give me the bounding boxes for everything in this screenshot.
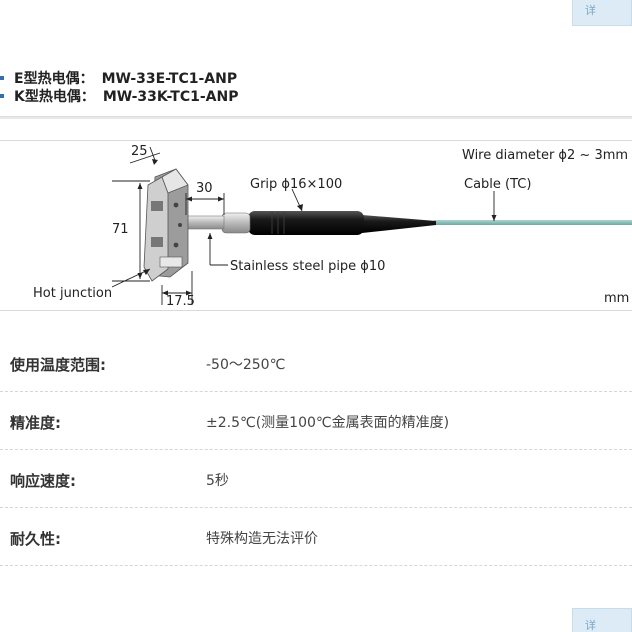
detail-button-label: 详 xyxy=(585,619,596,632)
spec-value: -50～250℃ xyxy=(206,357,286,373)
spec-label: 精准度: xyxy=(10,414,61,432)
model-list: E型热电偶： MW-33E-TC1-ANP K型热电偶： MW-33K-TC1-AN… xyxy=(0,68,632,105)
spec-row: 耐久性: 特殊构造无法评价 xyxy=(0,508,632,566)
spec-value: 5秒 xyxy=(206,473,229,489)
detail-button-bottom[interactable]: 详 xyxy=(572,608,632,632)
spec-row: 精准度: ±2.5℃(测量100℃金属表面的精准度) xyxy=(0,392,632,450)
unit-label: mm xyxy=(604,291,629,306)
dim-25-label: 25 xyxy=(131,144,148,159)
spec-label: 响应速度: xyxy=(10,472,76,490)
spec-label: 使用温度范围: xyxy=(10,356,106,374)
spec-row: 响应速度: 5秒 xyxy=(0,450,632,508)
bullet-icon xyxy=(0,94,4,98)
dim-71-label: 71 xyxy=(112,222,129,237)
divider xyxy=(0,116,632,119)
model-name: MW-33K-TC1-ANP xyxy=(102,89,239,105)
model-prefix: K型热电偶： xyxy=(14,89,95,105)
model-prefix: E型热电偶： xyxy=(14,71,94,87)
model-line-e: E型热电偶： MW-33E-TC1-ANP xyxy=(0,68,632,87)
probe-diagram-svg: Wire diameter ϕ2 ~ 3mm Cable (TC) Grip ϕ… xyxy=(33,144,632,309)
grip-label: Grip ϕ16×100 xyxy=(250,177,342,192)
cable xyxy=(434,220,632,225)
stainless-pipe xyxy=(185,215,225,230)
wire-diameter-label: Wire diameter ϕ2 ~ 3mm xyxy=(462,148,628,163)
spec-value: ±2.5℃(测量100℃金属表面的精准度) xyxy=(206,415,450,431)
spec-label: 耐久性: xyxy=(10,530,61,548)
detail-button-label: 详 xyxy=(585,4,596,17)
pipe-label: Stainless steel pipe ϕ10 xyxy=(230,259,385,274)
model-line-k: K型热电偶： MW-33K-TC1-ANP xyxy=(0,86,632,105)
spec-value: 特殊构造无法评价 xyxy=(206,531,318,547)
detail-button-top[interactable]: 详 xyxy=(572,0,632,26)
hot-junction-label: Hot junction xyxy=(33,286,112,301)
bullet-icon xyxy=(0,76,4,80)
grip xyxy=(248,211,364,235)
strain-relief xyxy=(362,215,436,233)
spec-row: 使用温度范围: -50～250℃ xyxy=(0,334,632,392)
dim-17-5-label: 17.5 xyxy=(166,294,195,309)
cable-label: Cable (TC) xyxy=(464,177,531,192)
sensor-head xyxy=(143,168,189,282)
dimension-diagram: Wire diameter ϕ2 ~ 3mm Cable (TC) Grip ϕ… xyxy=(0,140,632,311)
spec-table: 使用温度范围: -50～250℃ 精准度: ±2.5℃(测量100℃金属表面的精… xyxy=(0,334,632,566)
dim-30-label: 30 xyxy=(196,181,213,196)
grip-collar xyxy=(221,212,251,234)
model-name: MW-33E-TC1-ANP xyxy=(101,71,238,87)
